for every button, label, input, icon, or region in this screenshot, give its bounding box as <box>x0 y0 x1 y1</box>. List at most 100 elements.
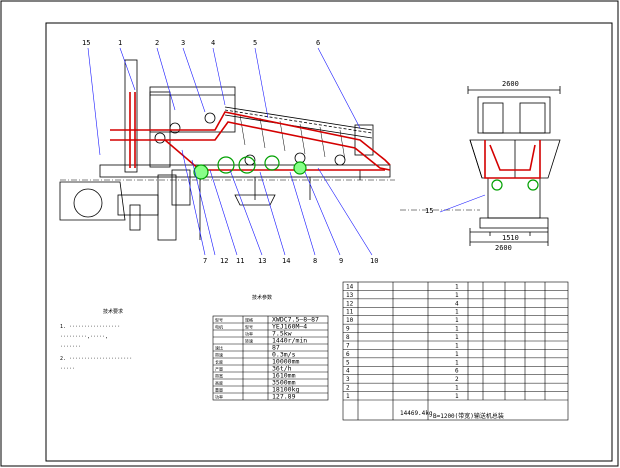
spec-cell: 型号 <box>215 317 223 323</box>
callout: 10 <box>370 257 378 265</box>
spec-cell: 127.89 <box>272 393 296 401</box>
idler-rollers <box>154 112 346 166</box>
side-view-red <box>484 140 541 179</box>
notes-line: 1. ················· <box>60 324 120 330</box>
spec-cell: 产量 <box>215 366 223 372</box>
side-view-green <box>491 179 539 191</box>
bom-cell: 4 <box>455 300 459 307</box>
notes-title: 技术要求 <box>103 308 123 315</box>
callout: 14 <box>282 257 290 265</box>
callout: 3 <box>181 39 185 47</box>
callout: 7 <box>203 257 207 265</box>
notes-line: ····· <box>60 366 75 372</box>
callout: 13 <box>258 257 266 265</box>
bom-cell: 1 <box>455 317 459 324</box>
conveyor-belt <box>110 92 391 171</box>
spec-cell: 7.5kw <box>272 330 292 338</box>
inner-border <box>45 22 613 462</box>
callout: 9 <box>339 257 343 265</box>
callout: 15 <box>425 207 433 215</box>
spec-cell: XWDC7.5—8—87 <box>272 316 319 324</box>
dimension-top: 2600 <box>502 80 519 88</box>
notes-line: 2. ····················· <box>60 356 132 362</box>
bom-cell: 1 <box>455 359 459 366</box>
drive-unit <box>59 181 126 221</box>
bom-cell: 1 <box>455 385 459 392</box>
bom-cell: 10 <box>346 317 354 324</box>
callout: 15 <box>82 39 90 47</box>
bom-cell: 3 <box>346 376 350 383</box>
spec-cell: 3500mm <box>272 379 296 387</box>
front-view <box>59 59 395 241</box>
callout: 6 <box>316 39 320 47</box>
callout: 12 <box>220 257 228 265</box>
spec-title: 技术参数 <box>252 294 272 301</box>
top-housing <box>149 86 236 133</box>
bom-cell: 8 <box>346 334 350 341</box>
spec-cell: 规格 <box>245 317 253 323</box>
bom-title: B=1200(带宽)输送机总装 <box>433 412 504 420</box>
callouts-main: 15 1 2 3 4 5 6 7 12 11 13 14 8 9 10 <box>82 39 378 265</box>
bom-cell: 4 <box>346 368 350 375</box>
bom-cell: 1 <box>455 326 459 333</box>
spec-cell: 10000mm <box>272 358 299 366</box>
spec-cell: 重量 <box>215 387 223 393</box>
notes-block: 技术要求 1. ················· ·········,····… <box>60 308 132 372</box>
callout: 8 <box>313 257 317 265</box>
bom-cell: 2 <box>346 385 350 392</box>
spec-cell: 长度 <box>215 359 223 365</box>
callout: 4 <box>211 39 215 47</box>
bom-cell: 2 <box>455 376 459 383</box>
spec-cell: 电机 <box>215 324 223 330</box>
spec-cell: 带速 <box>215 352 223 358</box>
drive-wheels <box>193 155 307 180</box>
bom-cell: 11 <box>346 309 354 316</box>
notes-line: ·········,·····, <box>60 334 108 340</box>
bom-cell: 1 <box>455 292 459 299</box>
side-leader <box>439 194 486 213</box>
bom-cell: 1 <box>455 334 459 341</box>
spec-cell: 1440r/min <box>272 337 307 345</box>
spec-cell: 1610mm <box>272 372 296 380</box>
base-frame <box>99 164 391 178</box>
bom-cell: 9 <box>346 326 350 333</box>
dimension-bottom-2: 2600 <box>495 244 512 252</box>
spec-cell: 型号 <box>245 324 253 330</box>
bom-cell: 1 <box>455 393 459 400</box>
bom-weight: 14469.4kg <box>400 410 433 417</box>
bom-cell: 1 <box>455 342 459 349</box>
spec-cell: 带宽 <box>215 373 223 379</box>
spec-cell: 功率 <box>245 331 253 337</box>
callout: 1 <box>118 39 122 47</box>
leader-lines <box>87 47 373 256</box>
bom-cell: 13 <box>346 292 354 299</box>
bom-footer: 14469.4kg B=1200(带宽)输送机总装 <box>400 410 504 420</box>
spec-cell: 功率 <box>215 394 223 400</box>
spec-cell: 87 <box>272 344 280 352</box>
bom-cell: 1 <box>455 283 459 290</box>
bom-cell: 12 <box>346 300 354 307</box>
side-view <box>400 86 561 246</box>
bom-cell: 14 <box>346 283 354 290</box>
callout: 11 <box>236 257 244 265</box>
side-view-labels: 2600 1510 2600 15 <box>425 80 519 252</box>
callout: 5 <box>253 39 257 47</box>
dimension-bottom-1: 1510 <box>502 234 519 242</box>
spec-cell: 18100kg <box>272 386 299 394</box>
bom-cell: 1 <box>346 393 350 400</box>
bom-cell: 7 <box>346 342 350 349</box>
spec-cell: 转速 <box>245 338 253 344</box>
spec-cell: 速比 <box>215 345 223 351</box>
spec-cell: 0.3m/s <box>272 351 296 359</box>
bom-cell: 1 <box>455 309 459 316</box>
bom-cell: 5 <box>346 359 350 366</box>
spec-cell: 高度 <box>215 380 223 386</box>
callout: 2 <box>155 39 159 47</box>
bom-cell: 6 <box>346 351 350 358</box>
spec-cell: 36t/h <box>272 365 292 373</box>
bom-cell: 6 <box>455 368 459 375</box>
bom-cell: 1 <box>455 351 459 358</box>
